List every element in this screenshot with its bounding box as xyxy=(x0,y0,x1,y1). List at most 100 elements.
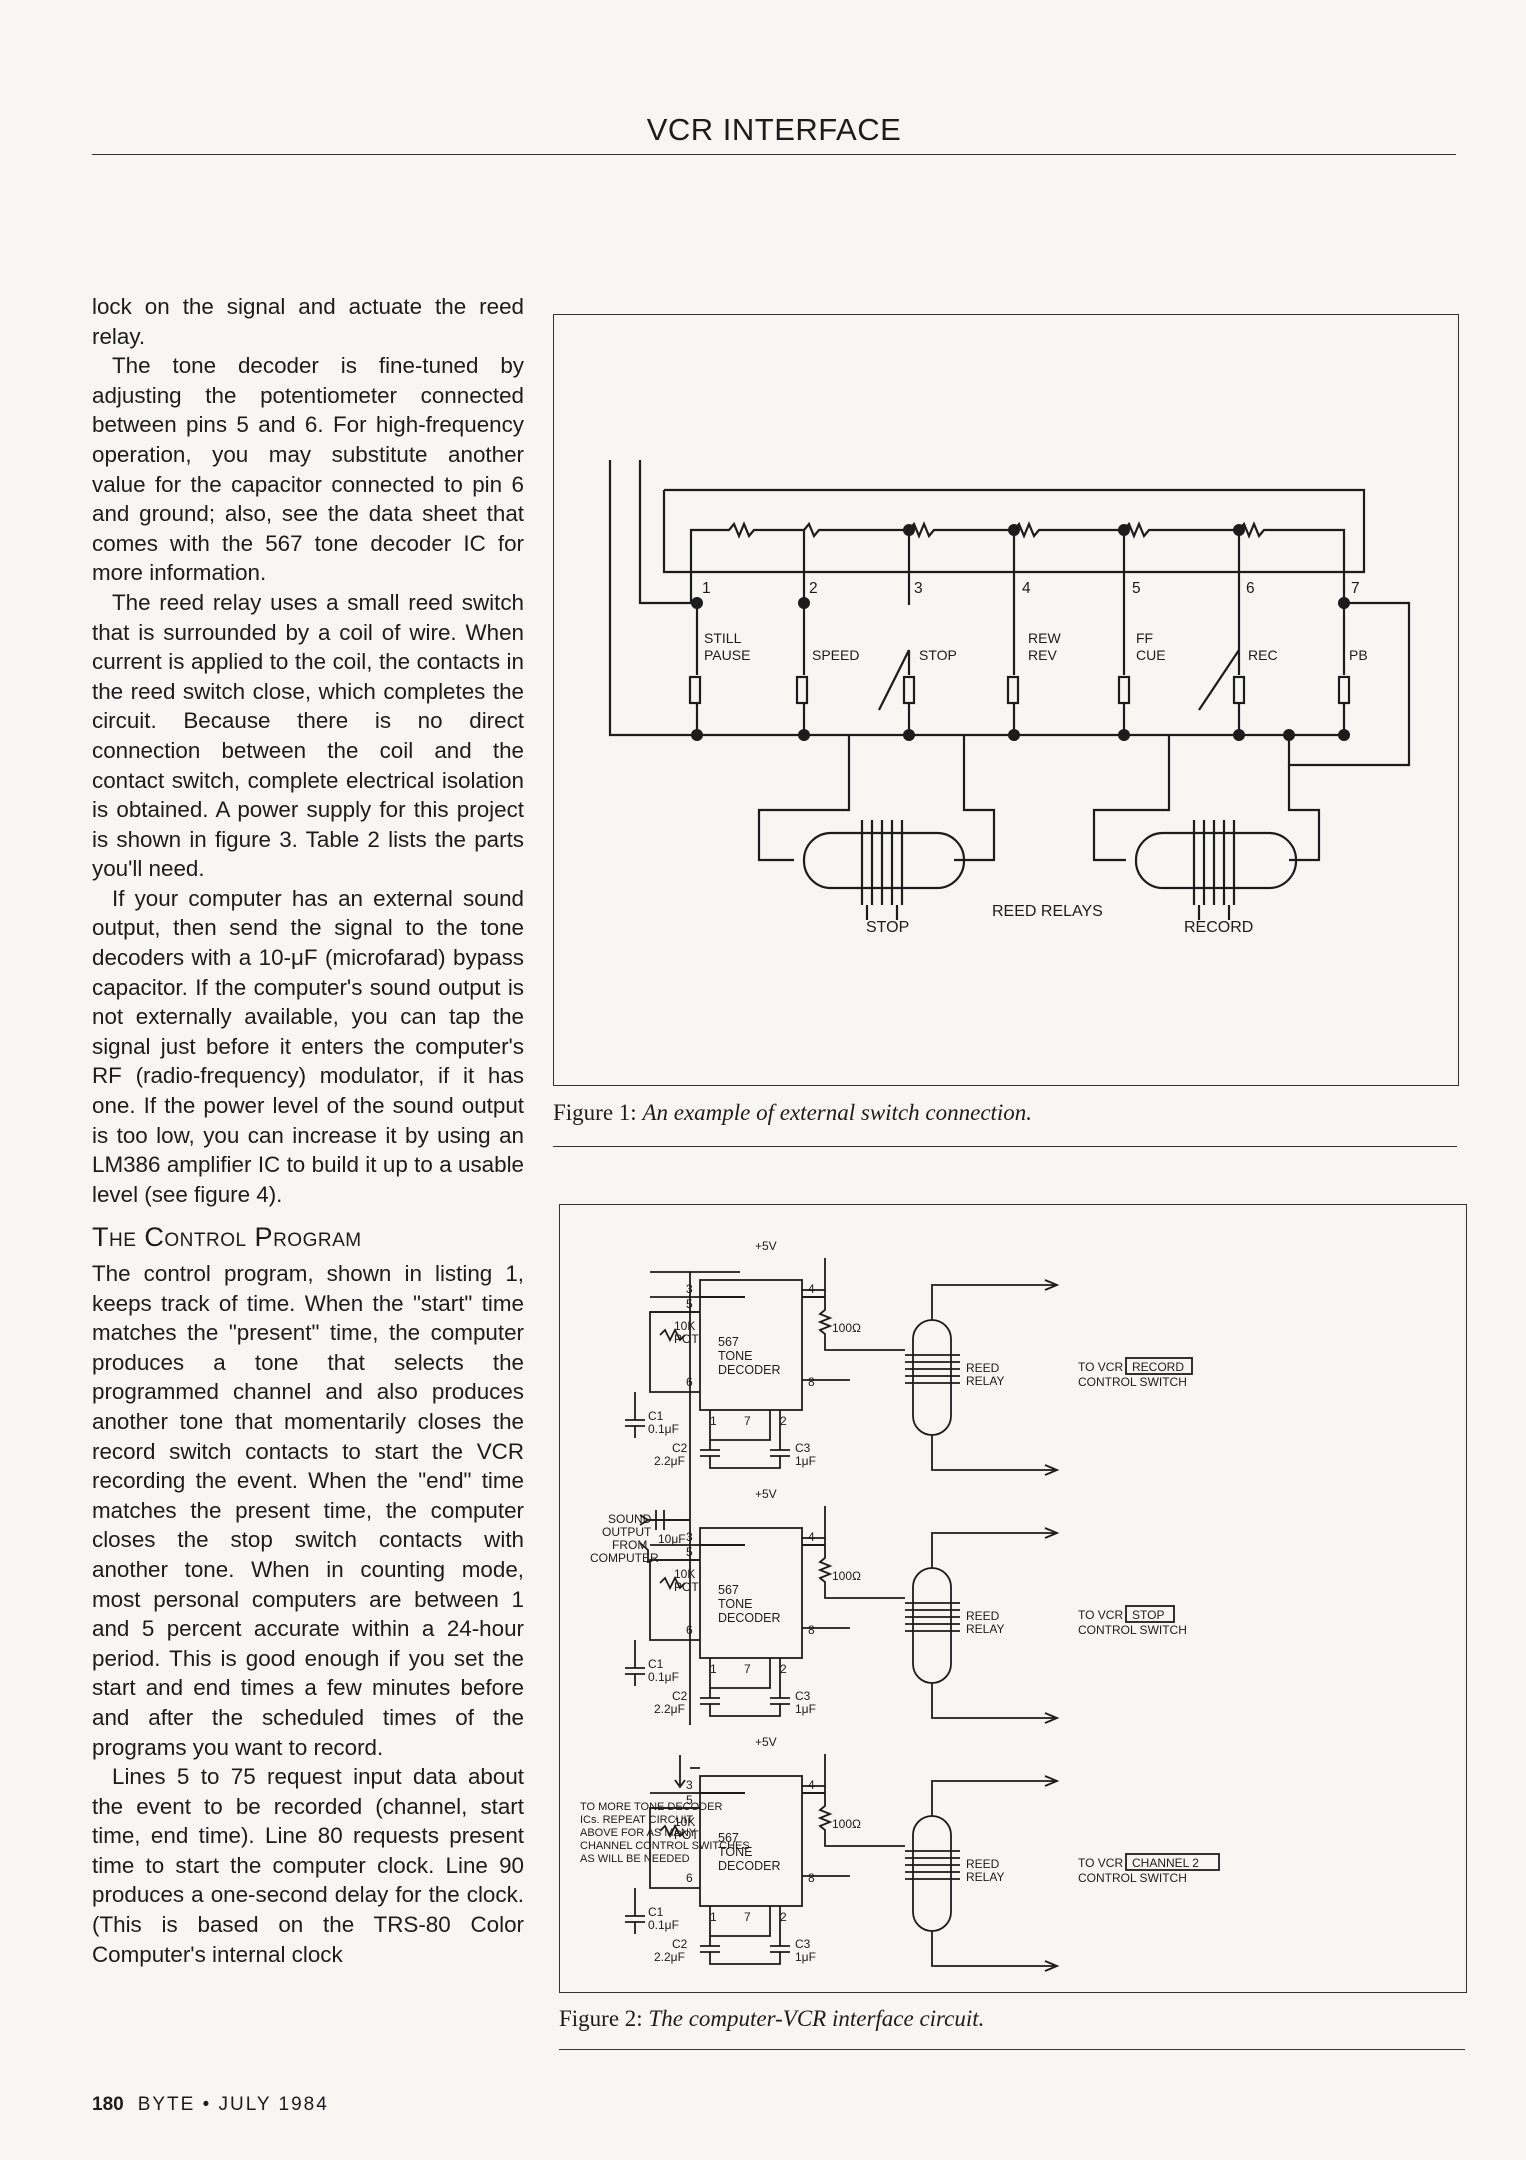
page-footer: 180 BYTE • JULY 1984 xyxy=(92,2094,329,2116)
caption-text: An example of external switch connection… xyxy=(642,1100,1033,1125)
caption-label: Figure 1: xyxy=(553,1100,637,1125)
input-label: SOUND xyxy=(608,1512,652,1526)
capacitors-c2-c3 xyxy=(700,1410,790,1469)
pin-number: 7 xyxy=(744,1414,751,1428)
wire xyxy=(905,1602,960,1632)
capacitor-c1 xyxy=(625,1888,645,1934)
pin-number: 8 xyxy=(808,1623,815,1637)
running-header: VCR INTERFACE xyxy=(92,112,1456,156)
paragraph: The reed relay uses a small reed switch … xyxy=(92,589,524,882)
reed-relay xyxy=(912,1815,952,1932)
wire xyxy=(649,1559,700,1641)
switch-label: SPEED xyxy=(812,647,859,663)
ic-label: TONE xyxy=(718,1349,753,1363)
cap-label: C3 xyxy=(795,1937,811,1951)
switch-label: REV xyxy=(1028,647,1057,663)
pin-number: 6 xyxy=(686,1871,693,1885)
cap-label: C1 xyxy=(648,1409,664,1423)
pin-number: 1 xyxy=(710,1910,717,1924)
cap-label: 0.1μF xyxy=(648,1422,679,1436)
cap-label: 1μF xyxy=(795,1454,816,1468)
figure-1-schematic: 1 2 3 4 5 6 7 STILL PAUSE SPEED STOP REW… xyxy=(553,314,1459,1086)
supply-label: +5V xyxy=(755,1735,777,1749)
pot-label: POT xyxy=(674,1332,699,1346)
resistor-label: 100Ω xyxy=(832,1817,861,1831)
ic-label: 567 xyxy=(718,1831,739,1845)
caption-rule xyxy=(553,1146,1457,1147)
pot-label: 10K xyxy=(674,1815,695,1829)
switch-label: PAUSE xyxy=(704,647,750,663)
wire xyxy=(931,1780,1055,1967)
pin-number: 4 xyxy=(808,1778,815,1792)
paragraph: Lines 5 to 75 request input data about t… xyxy=(92,1764,524,1967)
reed-relay xyxy=(912,1319,952,1436)
wire xyxy=(649,1807,700,1889)
wire xyxy=(905,1850,960,1880)
ic-label: 567 xyxy=(718,1583,739,1597)
cap-label: C3 xyxy=(795,1689,811,1703)
capacitor-c1 xyxy=(625,1392,645,1438)
ic-label: DECODER xyxy=(718,1611,781,1625)
page-number: 180 xyxy=(92,2094,124,2115)
wire xyxy=(931,1532,1055,1719)
resistor xyxy=(817,1538,905,1599)
figure-2-caption: Figure 2: The computer-VCR interface cir… xyxy=(559,2006,984,2032)
pin-label: 3 xyxy=(914,580,923,597)
note-text: AS WILL BE NEEDED xyxy=(580,1853,690,1865)
relay-label-record: RECORD xyxy=(1184,919,1253,936)
output-box xyxy=(1125,1605,1175,1623)
potentiometer xyxy=(659,1575,686,1591)
pin-number: 7 xyxy=(744,1662,751,1676)
pin-number: 8 xyxy=(808,1871,815,1885)
ic-label: DECODER xyxy=(718,1859,781,1873)
relay-label: REED xyxy=(966,1609,1000,1623)
relay-label: REED xyxy=(966,1857,1000,1871)
paragraph: If your computer has an external sound o… xyxy=(92,885,524,1207)
pin-number: 1 xyxy=(710,1662,717,1676)
ic-label: TONE xyxy=(718,1597,753,1611)
wire xyxy=(905,1354,960,1384)
pot-label: POT xyxy=(674,1580,699,1594)
relay-label: REED xyxy=(966,1361,1000,1375)
resistor xyxy=(817,1786,905,1847)
arrow xyxy=(1044,1279,1060,1476)
tone-decoder-ic xyxy=(699,1775,803,1907)
wire xyxy=(931,1284,1055,1471)
cap-label: C1 xyxy=(648,1905,664,1919)
reed-relay xyxy=(912,1567,952,1684)
cap-label: 1μF xyxy=(795,1702,816,1716)
footer-text: BYTE • JULY 1984 xyxy=(137,2094,329,2115)
potentiometer xyxy=(659,1327,686,1343)
output-label-boxed: STOP xyxy=(1132,1608,1164,1622)
caption-label: Figure 2: xyxy=(559,2006,643,2031)
switch-label: CUE xyxy=(1136,647,1166,663)
supply-label: +5V xyxy=(755,1487,777,1501)
relay-label: RELAY xyxy=(966,1374,1004,1388)
pin-number: 4 xyxy=(808,1530,815,1544)
arrow xyxy=(1044,1527,1060,1724)
caption-text: The computer-VCR interface circuit. xyxy=(648,2006,985,2031)
arrow xyxy=(674,1755,686,1789)
tone-decoder-ic xyxy=(699,1279,803,1411)
paragraph: The control program, shown in listing 1,… xyxy=(92,1261,524,1760)
ic-label: 567 xyxy=(718,1335,739,1349)
ic-label: DECODER xyxy=(718,1363,781,1377)
input-label: COMPUTER xyxy=(590,1551,659,1565)
relay-label-reed-relays: REED RELAYS xyxy=(992,903,1103,920)
pin-number: 3 xyxy=(686,1778,693,1792)
potentiometer xyxy=(659,1823,686,1839)
capacitors-c2-c3 xyxy=(700,1906,790,1965)
switch-label: STOP xyxy=(919,647,957,663)
figure-1-caption: Figure 1: An example of external switch … xyxy=(553,1100,1032,1126)
cap-label: 2.2μF xyxy=(654,1950,685,1964)
relay-label: RELAY xyxy=(966,1622,1004,1636)
input-cap-label: 10μF xyxy=(658,1532,686,1546)
resistor-label: 100Ω xyxy=(832,1321,861,1335)
paragraph: The tone decoder is fine-tuned by adjust… xyxy=(92,353,524,586)
supply-label: +5V xyxy=(755,1239,777,1253)
output-label: TO VCR xyxy=(1078,1360,1123,1374)
arrow xyxy=(1044,1775,1060,1972)
cap-label: 1μF xyxy=(795,1950,816,1964)
input-label: FROM xyxy=(612,1538,647,1552)
